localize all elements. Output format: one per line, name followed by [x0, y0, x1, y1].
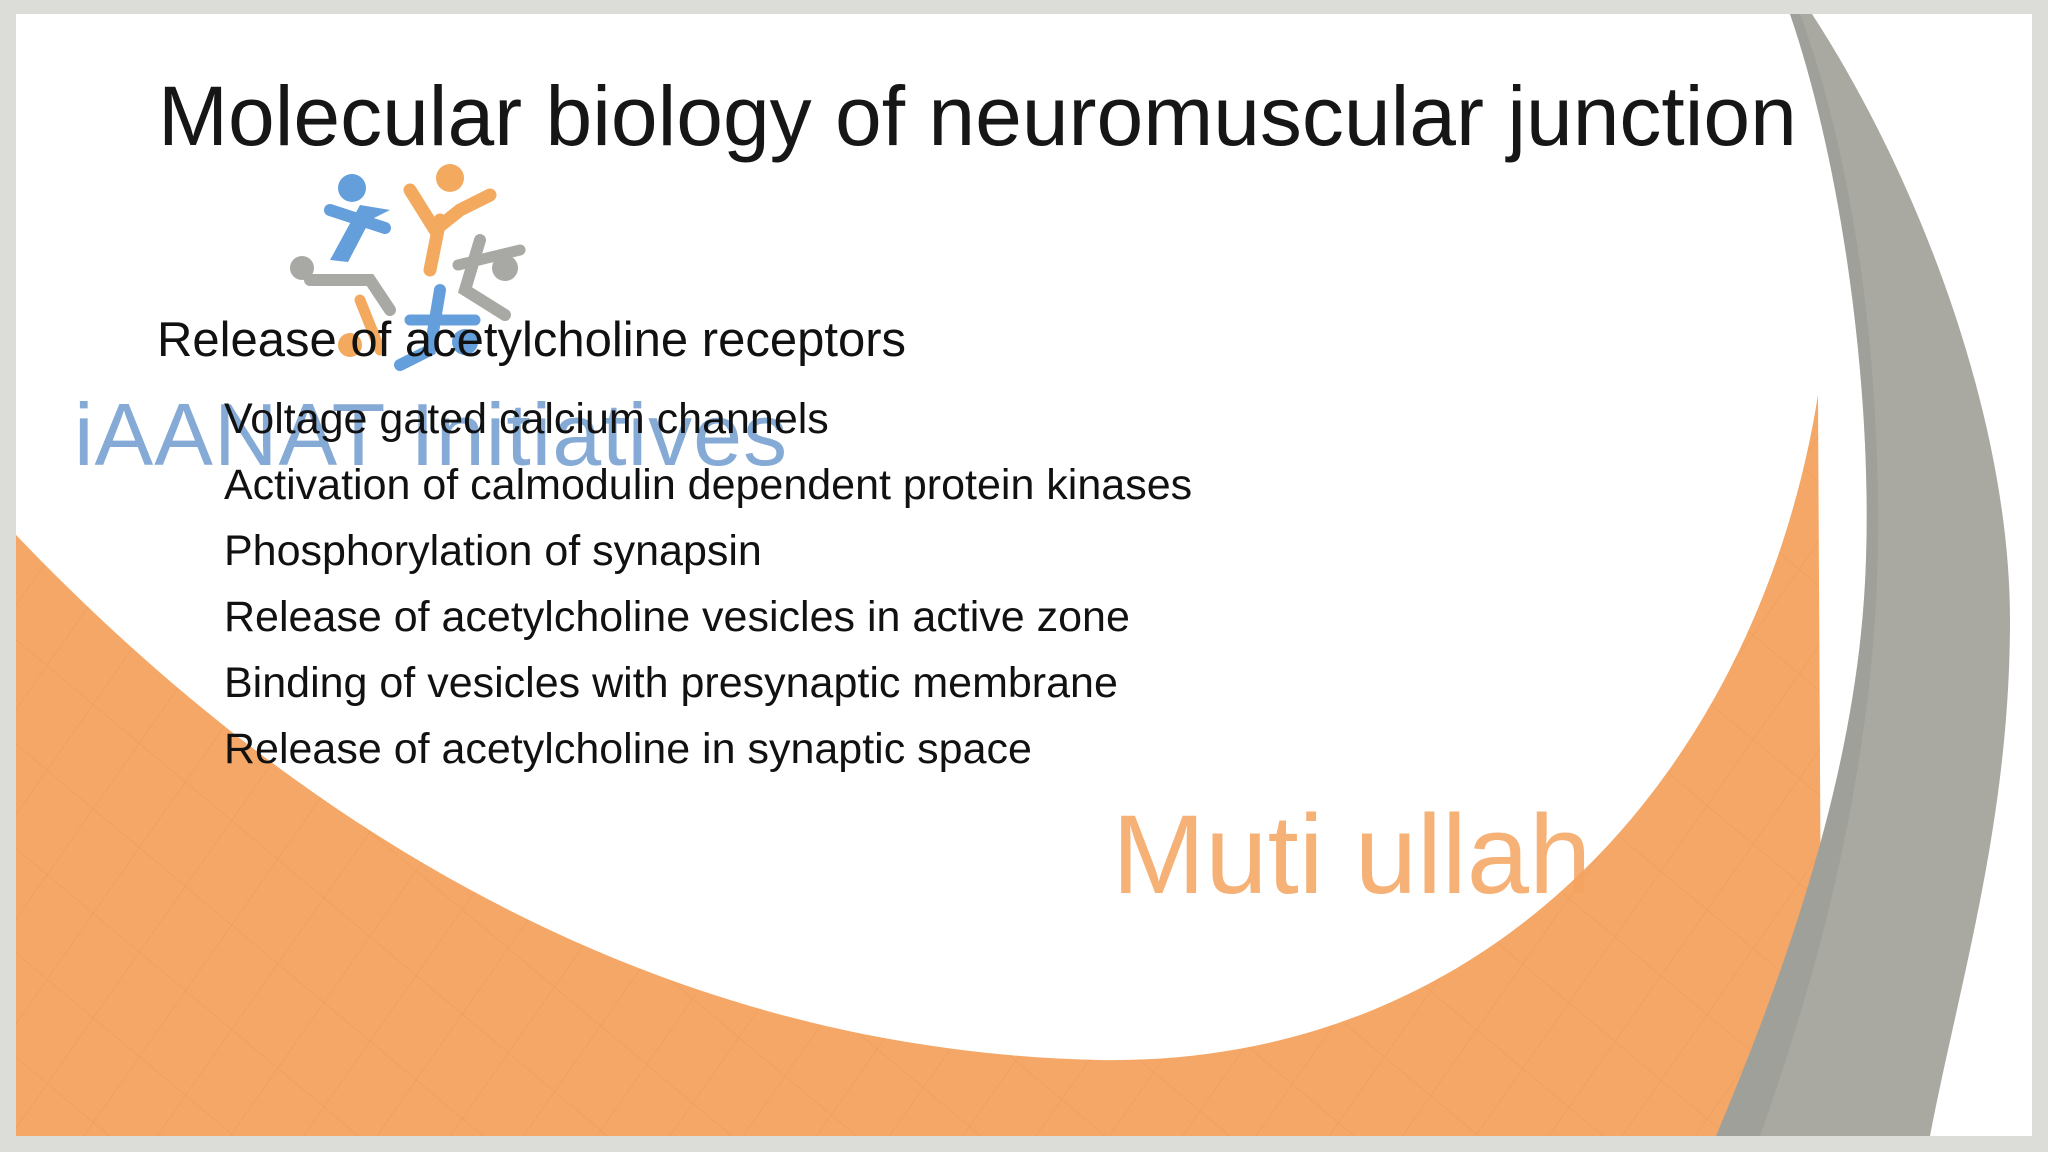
people-circle-logo-icon [290, 164, 526, 371]
section-heading: Release of acetylcholine receptors [157, 313, 907, 367]
slide-right-frame [2032, 0, 2048, 1152]
bullet-item: Activation of calmodulin dependent prote… [224, 461, 1193, 509]
slide-title: Molecular biology of neuromuscular junct… [158, 69, 1797, 163]
organization-watermark: iAANAT Initiatives [74, 385, 789, 484]
slide-bottom-frame [0, 1136, 2048, 1152]
orange-swoosh-texture-2 [16, 395, 1822, 1136]
gray-swoosh [1716, 14, 2010, 1136]
bullet-item: Phosphorylation of synapsin [224, 527, 762, 575]
bullet-item: Release of acetylcholine vesicles in act… [224, 593, 1130, 641]
gray-swoosh-highlight [1716, 14, 1879, 1136]
bullet-item: Voltage gated calcium channels [224, 395, 829, 443]
author-watermark: Muti ullah [1112, 792, 1592, 917]
bullet-list: Voltage gated calcium channels Activatio… [224, 386, 1192, 782]
bullet-item: Binding of vesicles with presynaptic mem… [224, 659, 1118, 707]
bullet-item: Release of acetylcholine in synaptic spa… [224, 725, 1032, 773]
